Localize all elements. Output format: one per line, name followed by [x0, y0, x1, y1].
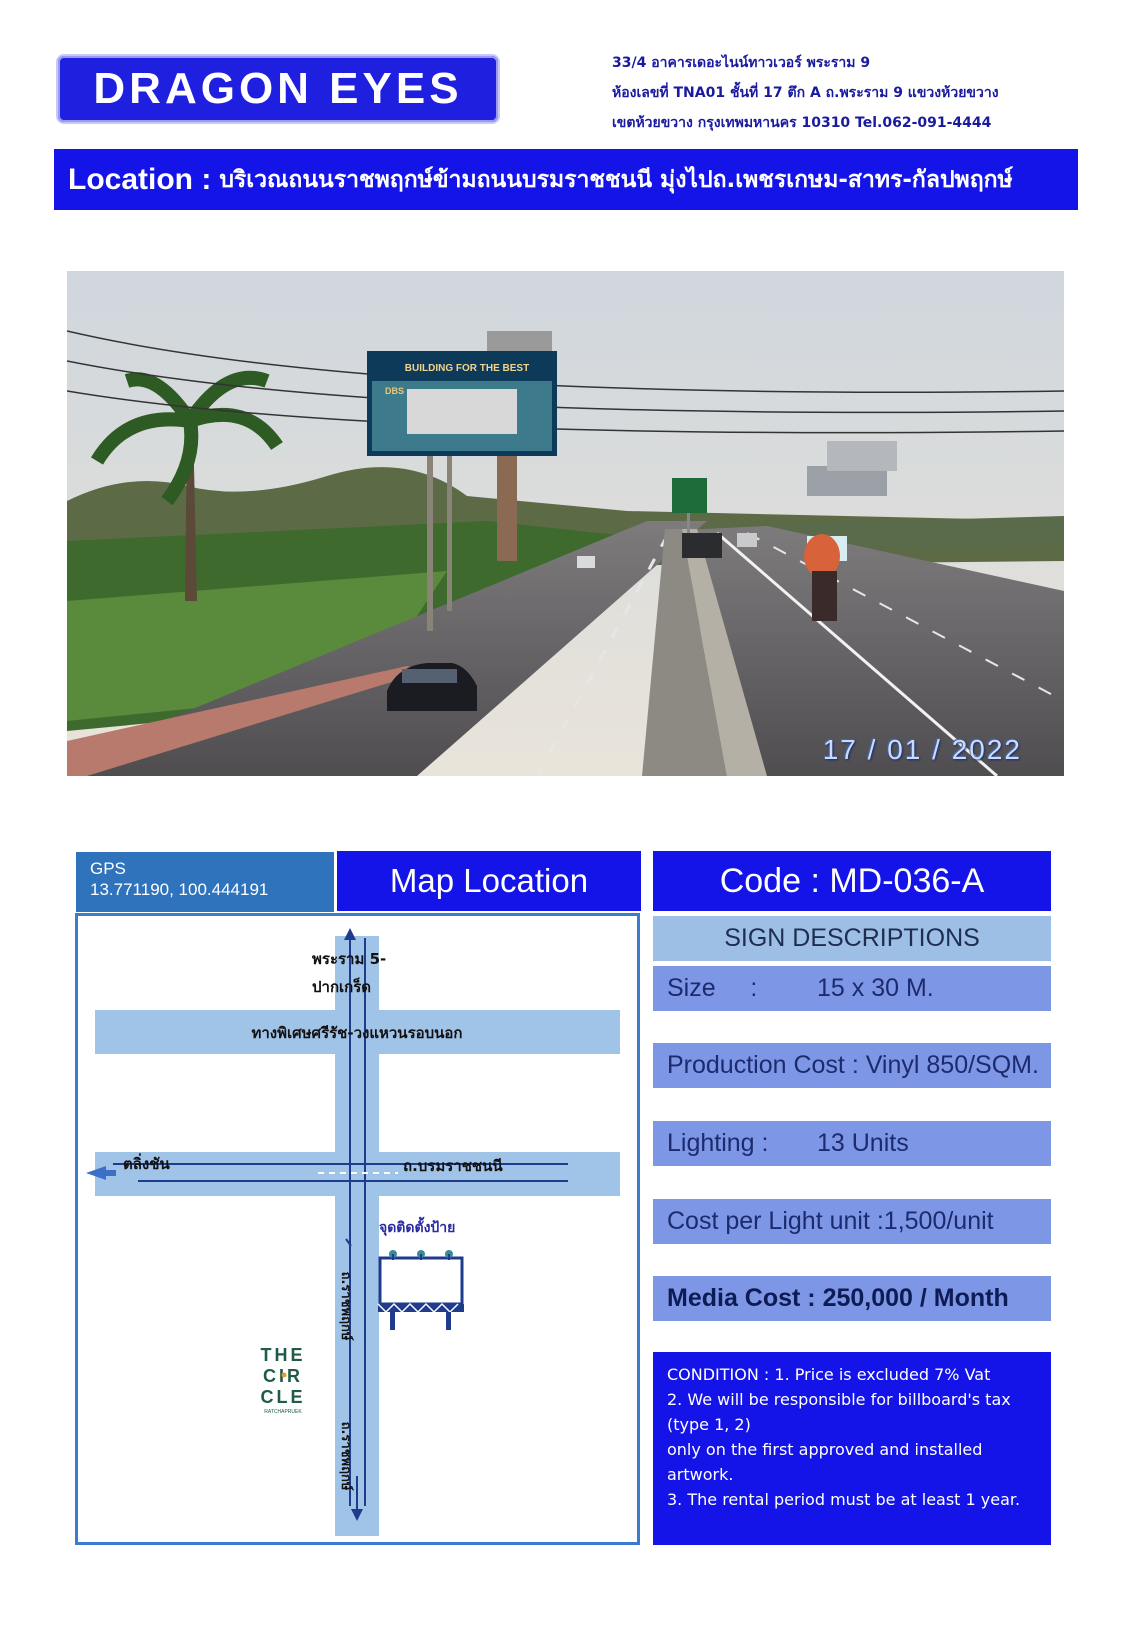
circle-logo-line2: CIR [263, 1366, 303, 1386]
cost-per-light-row: Cost per Light unit :1,500/unit [653, 1199, 1051, 1244]
ratchaphruek-road-band [335, 936, 379, 1536]
north-arrow-icon [344, 928, 356, 940]
billboard-slogan: BUILDING FOR THE BEST [405, 363, 529, 374]
dragon-eyes-logo: DRAGON EYES [58, 56, 498, 122]
location-label: Location : [68, 162, 212, 196]
the-circle-logo: THE CIR CLE RATCHAPRUEK [261, 1345, 306, 1415]
address-line-2: ห้องเลขที่ TNA01 ชั้นที่ 17 ตึก A ถ.พระร… [612, 85, 999, 101]
location-map: พระราม 5- ปากเกร็ด ทางพิเศษศรีรัช-วงแหวน… [75, 913, 640, 1545]
circle-logo-line3: CLE [261, 1387, 306, 1407]
code-header: Code : MD-036-A [653, 851, 1051, 911]
sign-descriptions-title: SIGN DESCRIPTIONS [653, 916, 1051, 961]
media-cost-row: Media Cost : 250,000 / Month [653, 1276, 1051, 1321]
address-line-3: เขตห้วยขวาง กรุงเทพมหานคร 10310 Tel.062-… [612, 115, 992, 131]
distant-billboard [827, 441, 897, 471]
gps-label: GPS [90, 859, 126, 878]
lighting-value: 13 Units [817, 1129, 909, 1157]
size-value: 15 x 30 M. [817, 974, 934, 1002]
condition-line-4: 3. The rental period must be at least 1 … [667, 1490, 1021, 1509]
size-row: Size : 15 x 30 M. [653, 966, 1051, 1011]
circle-logo-sub: RATCHAPRUEK [264, 1409, 302, 1415]
map-location-header: Map Location [337, 851, 641, 911]
label-talingchan: ตลิ่งชัน [123, 1153, 170, 1173]
condition-line-2: 2. We will be responsible for billboard'… [667, 1390, 1011, 1434]
label-borom-road: ถ.บรมราชชนนี [403, 1157, 503, 1175]
west-arrow-icon [86, 1166, 106, 1180]
media-cost: Media Cost : 250,000 / Month [667, 1284, 1009, 1312]
lighting-row: Lighting : 13 Units [653, 1121, 1051, 1166]
size-label: Size : [667, 974, 758, 1002]
address-line-1: 33/4 อาคารเดอะไนน์ทาวเวอร์ พระราม 9 [612, 55, 871, 71]
location-bar: Location : บริเวณถนนราชพฤกษ์ข้ามถนนบรมรา… [54, 149, 1078, 210]
cost-per-light: Cost per Light unit :1,500/unit [667, 1207, 994, 1235]
production-cost-row: Production Cost : Vinyl 850/SQM. [653, 1043, 1051, 1088]
logo-text: DRAGON EYES [93, 64, 463, 113]
label-north-1: พระราม 5- [312, 950, 386, 968]
gps-coordinates: 13.771190, 100.444191 [90, 880, 269, 899]
condition-line-1: CONDITION : 1. Price is excluded 7% Vat [667, 1365, 991, 1384]
lighting-label: Lighting : [667, 1129, 769, 1157]
billboard-icon [377, 1250, 464, 1330]
label-north-2: ปากเกร็ด [312, 977, 371, 996]
label-sign-point: จุดติดตั้งป้าย [379, 1216, 455, 1236]
label-ratchaphruek-lower: ถ.ราชพฤกษ์ [338, 1422, 354, 1491]
site-photo: BUILDING FOR THE BEST DBS 17 / 01 / 2022 [67, 271, 1064, 776]
circle-logo-line1: THE [261, 1345, 306, 1365]
condition-line-3: only on the first approved and installed… [667, 1440, 983, 1484]
billboard-brand: DBS [385, 386, 404, 396]
label-ring-road: ทางพิเศษศรีรัช-วงแหวนรอบนอก [251, 1024, 462, 1042]
photo-date-stamp: 17 / 01 / 2022 [822, 734, 1022, 765]
condition-box: CONDITION : 1. Price is excluded 7% Vat … [653, 1352, 1051, 1545]
south-arrow-icon [351, 1509, 363, 1521]
production-cost: Production Cost : Vinyl 850/SQM. [667, 1051, 1039, 1079]
label-ratchaphruek-upper: ถ.ราชพฤกษ์ [338, 1272, 354, 1341]
gps-box: GPS 13.771190, 100.444191 [76, 852, 334, 912]
location-value: บริเวณถนนราชพฤกษ์ข้ามถนนบรมราชชนนี มุ่งไ… [219, 166, 1013, 193]
